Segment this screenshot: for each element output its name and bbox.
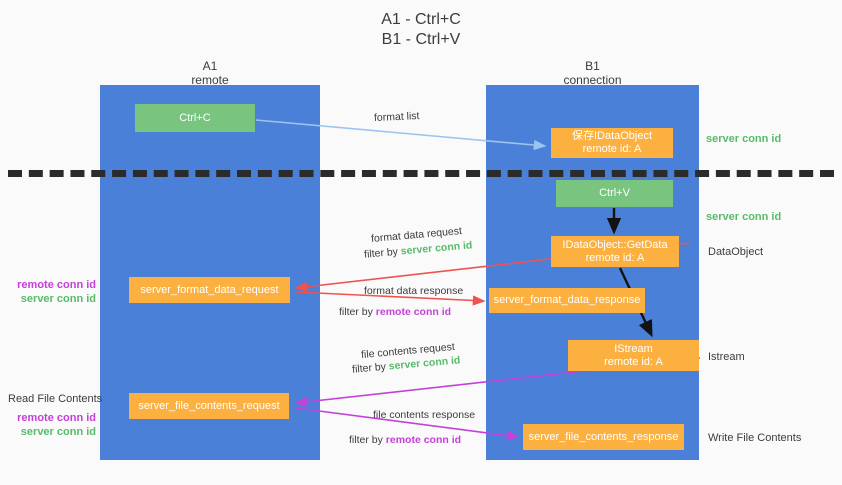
node-server-format-data-request[interactable]: server_format_data_request [129,277,290,303]
page-title: A1 - Ctrl+C B1 - Ctrl+V [0,10,842,50]
annotation-format-list: format list [373,110,420,124]
lane-b1-sub: connection [563,73,622,87]
annotation-format-data-response: format data response [364,285,464,297]
title-line-2: B1 - Ctrl+V [381,31,461,48]
arrow-file-contents-response [295,407,520,441]
label-istream: Istream [708,351,745,363]
filter-remote-conn-id-2: remote conn id [385,434,462,446]
label-server-conn-id-mid: server conn id [706,211,782,223]
node-server-file-contents-request-label: server_file_contents_request [138,399,280,412]
label-read-file-contents: Read File Contents [8,393,103,405]
node-save-idataobject-label: 保存IDataObject [571,130,653,142]
label-server-conn-id-1: server conn id [20,293,96,305]
node-save-idataobject-remote-id: remote id: A [582,143,642,155]
node-server-file-contents-response-label: server_file_contents_response [528,430,679,443]
node-ctrl-c-label: Ctrl+C [179,111,211,124]
node-ctrl-v[interactable]: Ctrl+V [556,180,673,207]
label-write-file-contents: Write File Contents [708,432,802,444]
annotation-file-contents-response-filter: filter by remote conn id [349,434,461,447]
lane-header-b1: B1 connection [486,59,699,87]
arrow-format-list [255,119,547,151]
label-server-conn-id-2: server conn id [20,426,96,438]
label-conn-ids-format: remote conn id server conn id [8,278,96,306]
node-server-format-data-response[interactable]: server_format_data_response [489,288,645,313]
label-server-conn-id-top: server conn id [706,133,782,145]
lane-header-a1: A1 remote [100,59,320,87]
label-remote-conn-id-2: remote conn id [17,412,96,424]
node-istream[interactable]: IStream remote id: A [568,340,699,371]
node-getdata-remote-id: remote id: A [585,251,645,264]
node-ctrl-v-label: Ctrl+V [599,187,630,199]
annotation-format-data-response-filter: filter by remote conn id [339,306,451,319]
lane-a1-name: A1 [202,59,218,73]
node-server-file-contents-response[interactable]: server_file_contents_response [523,424,684,450]
node-server-format-data-request-label: server_format_data_request [140,283,279,296]
annotation-file-contents-response: file contents response [373,409,476,421]
filter-remote-conn-id-1: remote conn id [375,306,452,318]
node-istream-remote-id: remote id: A [604,355,663,368]
lane-b1-name: B1 [585,59,600,73]
lane-a1-sub: remote [191,73,229,87]
label-remote-conn-id-1: remote conn id [17,279,96,291]
filter-by-text-2: filter by [339,306,373,318]
node-server-file-contents-request[interactable]: server_file_contents_request [129,393,289,419]
node-save-idataobject[interactable]: 保存IDataObject remote id: A [551,128,673,158]
filter-by-text-3: filter by [351,360,387,376]
node-istream-label: IStream [614,342,653,355]
label-dataobject: DataObject [708,246,764,258]
filter-by-text-4: filter by [349,434,383,446]
node-server-format-data-response-label: server_format_data_response [493,294,641,306]
label-conn-ids-file: remote conn id server conn id [8,411,96,439]
title-line-1: A1 - Ctrl+C [381,11,461,28]
phase-separator-dashed-line [8,170,834,177]
node-idataobject-getdata[interactable]: IDataObject::GetData remote id: A [551,236,679,267]
arrow-format-data-response [295,291,486,306]
node-ctrl-c[interactable]: Ctrl+C [135,104,255,132]
filter-by-text-1: filter by [363,245,399,261]
node-getdata-label: IDataObject::GetData [562,238,668,251]
